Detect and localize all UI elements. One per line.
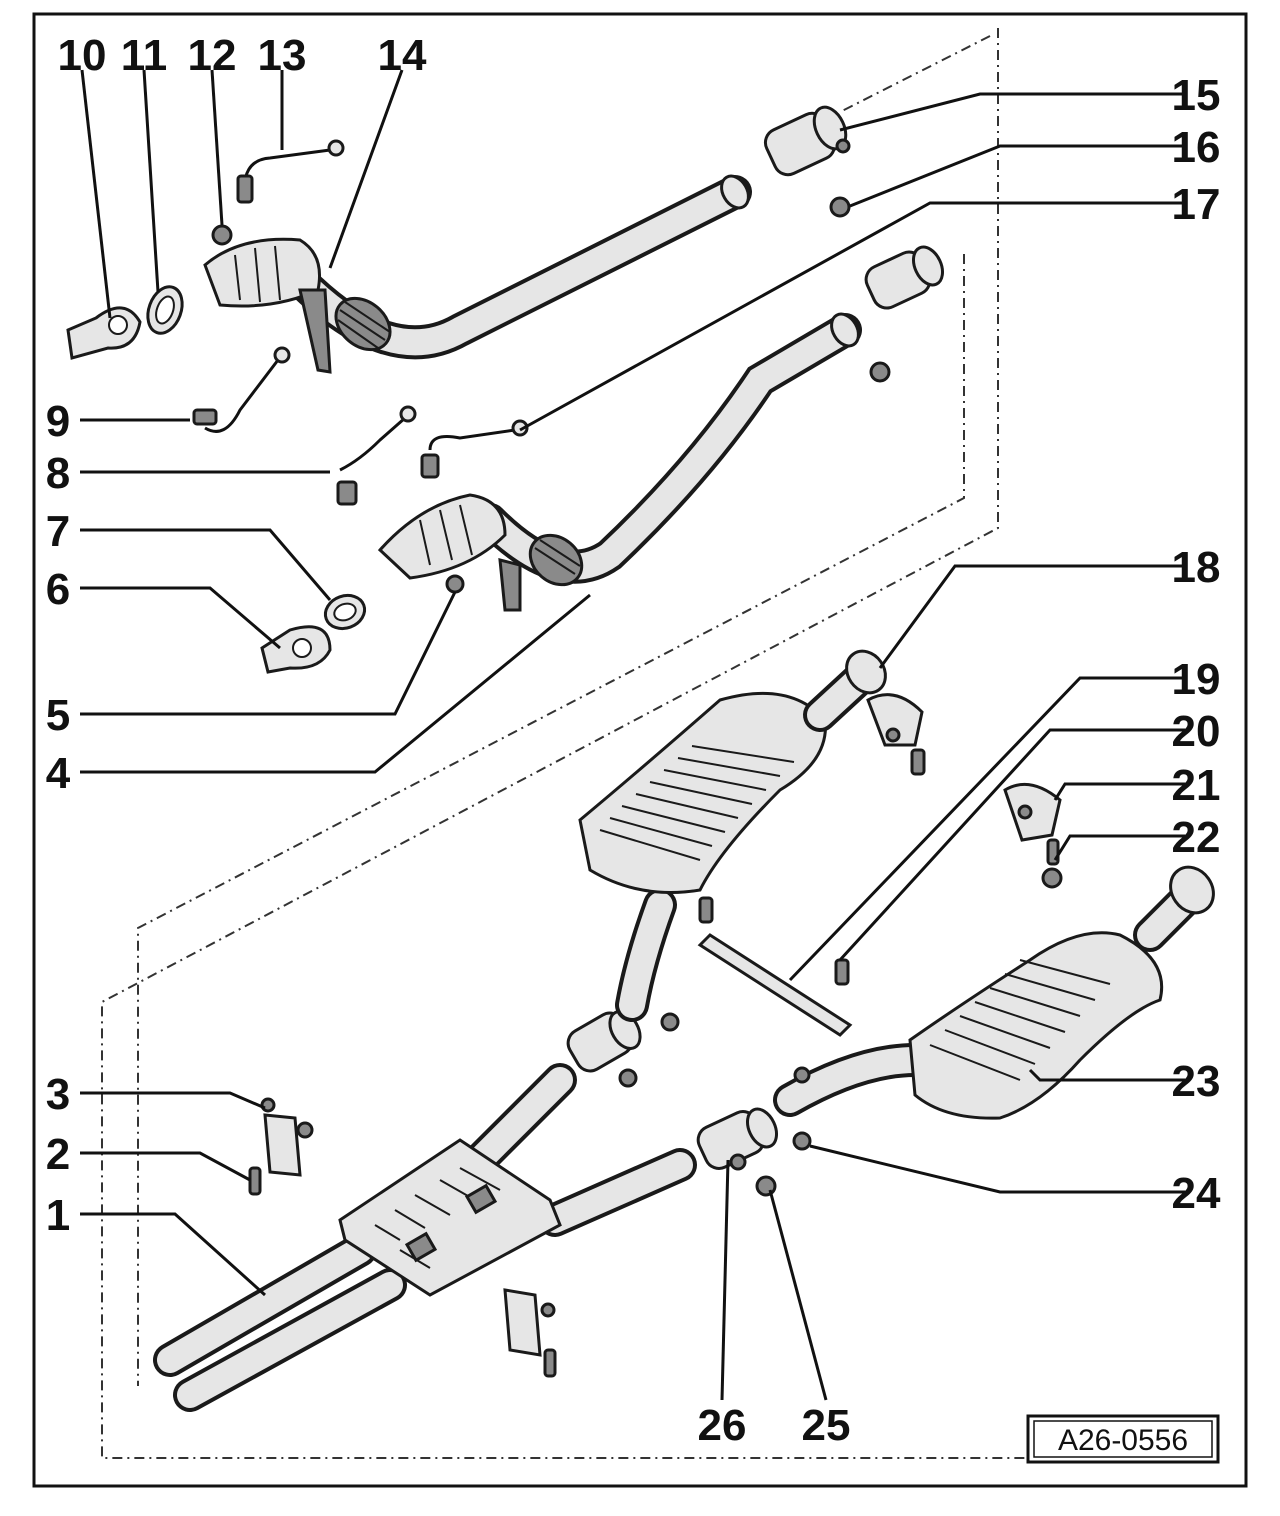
rear-silencer-right-23 (773, 865, 1215, 1120)
oxygen-sensor-9 (192, 346, 291, 433)
assembly-boundary-lines (101, 28, 1205, 1459)
callout-23: 23 (1172, 1057, 1221, 1106)
catalytic-converter-lower (377, 493, 522, 612)
flex-joint-lower (528, 533, 584, 587)
clamp-middle-left (566, 1010, 680, 1088)
catalytic-converter-upper (203, 237, 332, 374)
callout-7: 7 (46, 507, 70, 556)
reference-code-box: A26-0556 (1026, 1414, 1220, 1464)
callout-21: 21 (1172, 761, 1221, 810)
reference-code: A26-0556 (1058, 1424, 1188, 1457)
nut-16 (829, 196, 851, 218)
bolt-2 (248, 1166, 262, 1196)
oxygen-sensor-17 (420, 419, 529, 479)
hanger-lower-rear (503, 1288, 557, 1378)
nut-12 (211, 224, 233, 246)
callout-26: 26 (698, 1401, 747, 1450)
callout-8: 8 (46, 449, 70, 498)
callout-9: 9 (46, 397, 70, 446)
rear-silencer-left-18 (578, 649, 887, 1022)
clamp-lower-front (864, 245, 945, 383)
callout-2: 2 (46, 1130, 70, 1179)
flange-upper-10 (66, 306, 142, 360)
callout-3: 3 (46, 1070, 70, 1119)
clamp-rear-26 (696, 1107, 779, 1171)
twin-inlet-pipes (153, 1063, 697, 1412)
callout-1: 1 (46, 1191, 70, 1240)
leader-lines (80, 69, 1185, 1401)
callout-4: 4 (46, 749, 71, 798)
callout-17: 17 (1172, 180, 1221, 229)
nut-24 (792, 1131, 812, 1151)
strap-19 (697, 896, 853, 1084)
callout-12: 12 (188, 31, 237, 80)
callout-numbers: 10 11 12 13 14 15 16 17 9 8 7 6 5 4 18 1… (46, 31, 1221, 1450)
gasket-upper-11 (146, 285, 184, 335)
flex-joint-upper (334, 296, 392, 352)
gasket-lower-7 (323, 593, 367, 631)
callout-18: 18 (1172, 543, 1221, 592)
callout-15: 15 (1172, 71, 1221, 120)
callout-22: 22 (1172, 813, 1221, 862)
diagram-frame (32, 12, 1248, 1488)
nut-5 (445, 574, 465, 594)
oxygen-sensor-13 (236, 139, 345, 204)
front-exhaust-pipe-lower (473, 312, 862, 584)
oxygen-sensor-8 (336, 405, 417, 506)
bracket-21 (1003, 782, 1062, 842)
callout-19: 19 (1172, 655, 1221, 704)
bracket-upper-rear (866, 693, 926, 776)
callout-5: 5 (46, 691, 70, 740)
middle-silencer-1 (338, 1138, 562, 1297)
callout-6: 6 (46, 565, 70, 614)
callout-11: 11 (121, 31, 168, 80)
nut-22 (1041, 838, 1063, 889)
callout-13: 13 (258, 31, 307, 80)
callout-16: 16 (1172, 123, 1221, 172)
clamp-upper-15 (763, 105, 851, 177)
nut-25 (755, 1175, 777, 1197)
callout-14: 14 (378, 31, 427, 80)
flange-lower-6 (260, 625, 332, 674)
hanger-3 (260, 1097, 314, 1177)
callout-20: 20 (1172, 707, 1221, 756)
callout-24: 24 (1172, 1169, 1221, 1218)
callout-10: 10 (58, 31, 107, 80)
callout-25: 25 (802, 1401, 851, 1450)
